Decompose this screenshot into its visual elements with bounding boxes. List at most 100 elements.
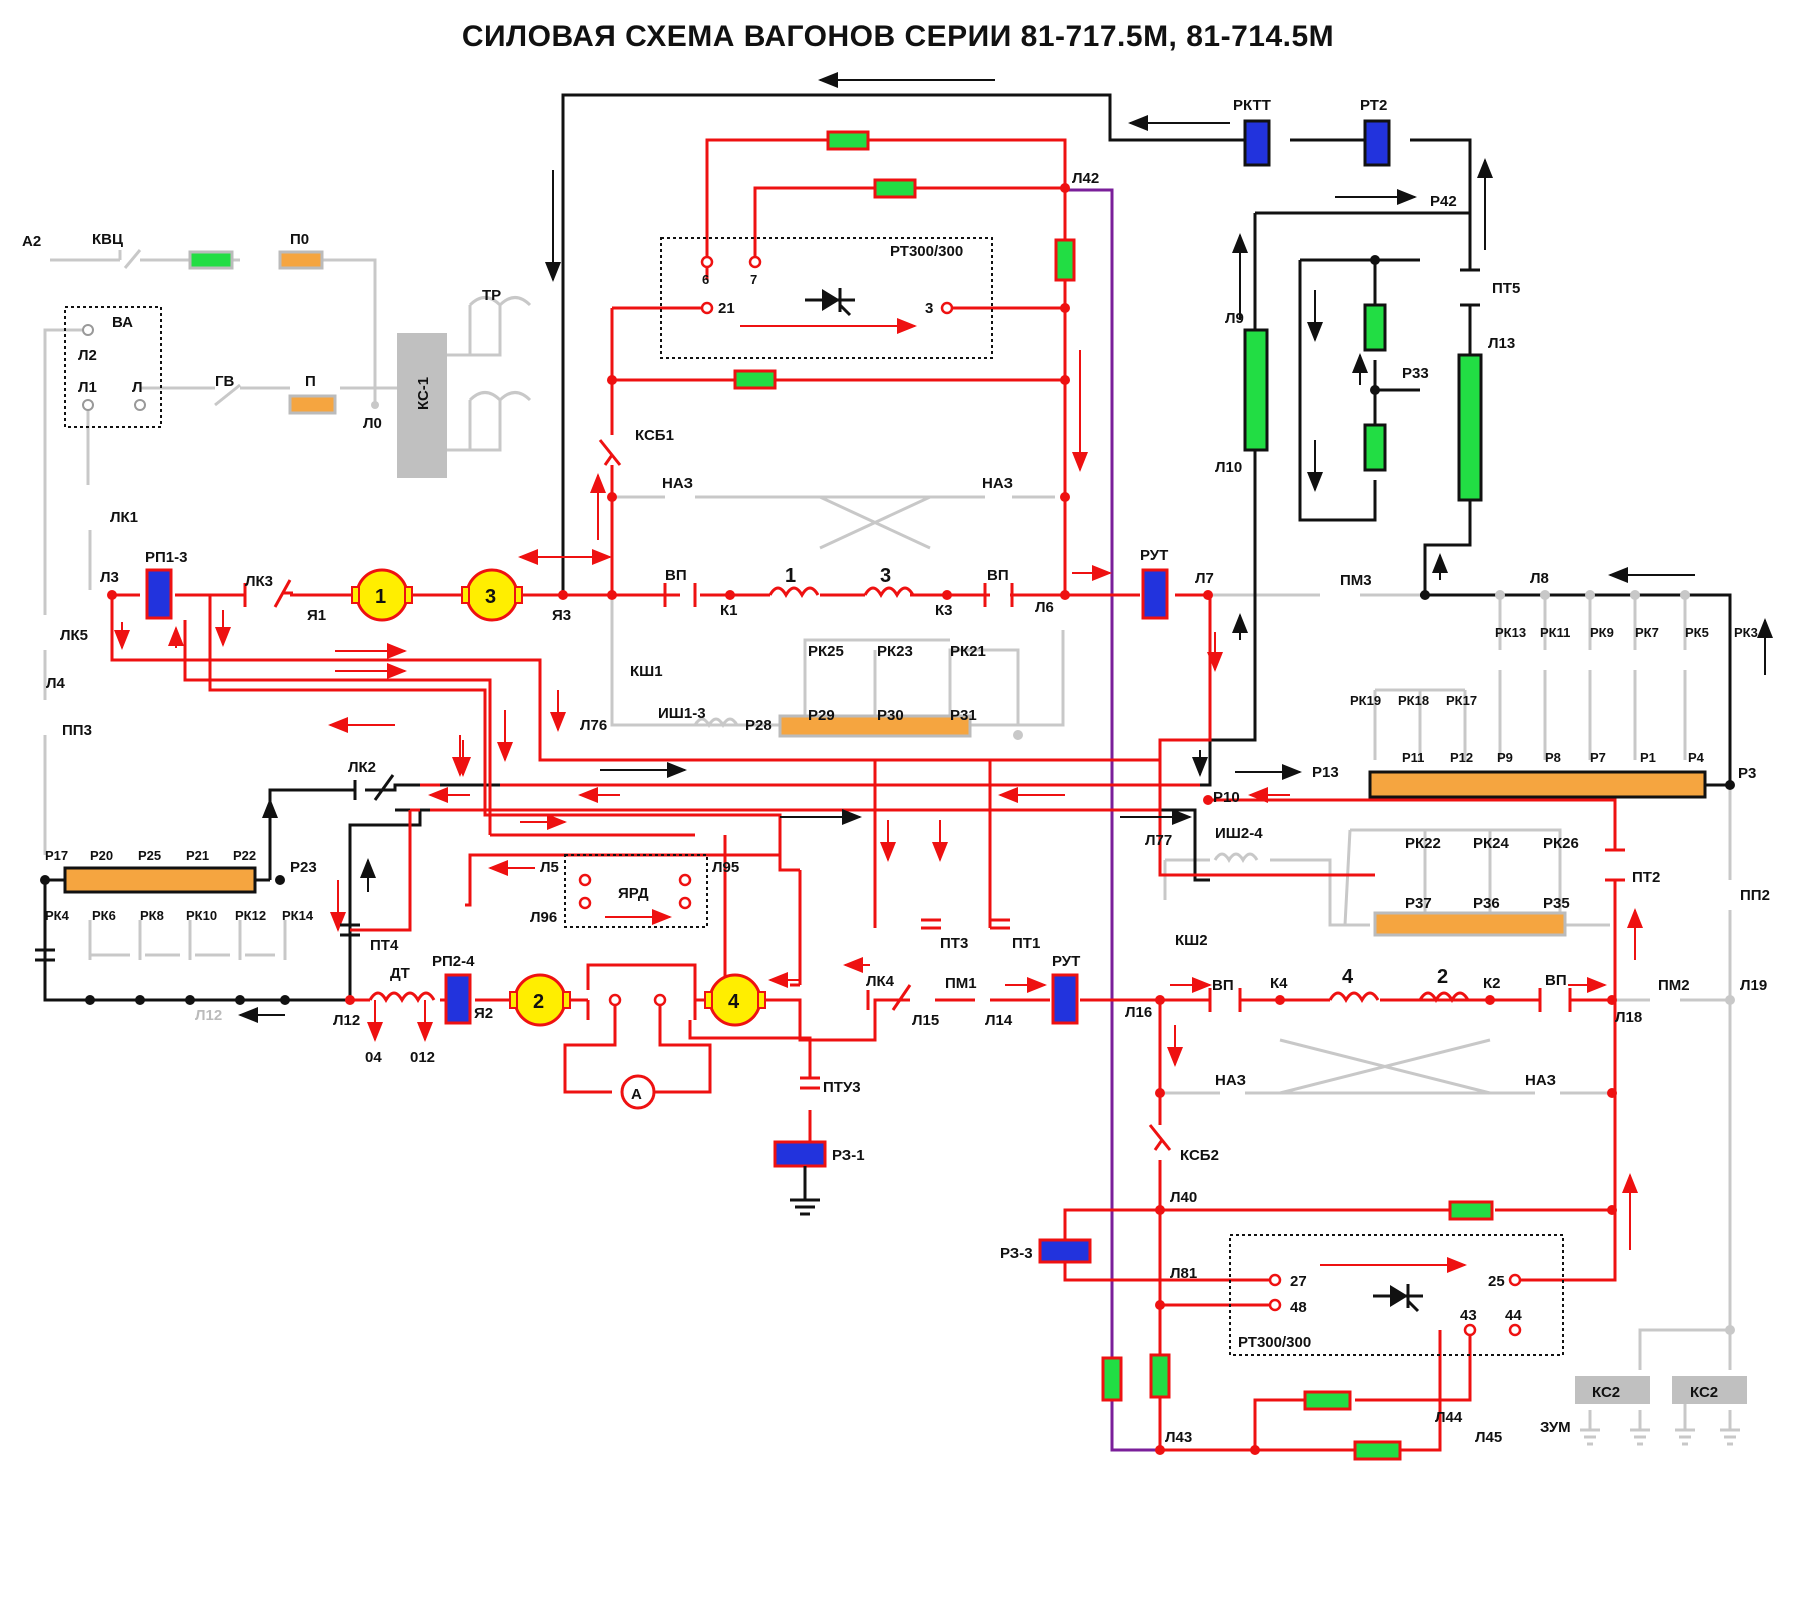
label-tr: ТР xyxy=(482,287,501,304)
label-rk18: РК18 xyxy=(1398,693,1429,708)
resistor-l13 xyxy=(1457,353,1483,502)
label-kvc: КВЦ xyxy=(92,231,123,248)
label-ksb1: КСБ1 xyxy=(635,427,674,444)
label-rk19: РК19 xyxy=(1350,693,1381,708)
label-t25: 25 xyxy=(1488,1273,1505,1290)
label-l15: Л15 xyxy=(912,1012,939,1029)
label-l7: Л7 xyxy=(1195,570,1214,587)
label-t6: 6 xyxy=(702,272,709,287)
label-pm3: ПМ3 xyxy=(1340,572,1372,589)
label-naz-4: НАЗ xyxy=(1525,1072,1556,1089)
label-ammeter: А xyxy=(631,1086,642,1103)
label-k1: К1 xyxy=(720,602,738,619)
label-t21: 21 xyxy=(718,300,735,317)
label-rt300-lower: РТ300/300 xyxy=(1238,1334,1311,1351)
label-pt5: ПТ5 xyxy=(1492,280,1520,297)
dt-coil xyxy=(368,991,436,1004)
label-rut-bottom: РУТ xyxy=(1052,953,1080,970)
label-l6: Л6 xyxy=(1035,599,1054,616)
label-t44: 44 xyxy=(1505,1307,1522,1324)
p0-fuse xyxy=(278,250,324,270)
label-ptu3: ПТУ3 xyxy=(823,1079,861,1096)
label-rk14: РК14 xyxy=(282,908,314,923)
label-ks2-2: КС2 xyxy=(1690,1384,1718,1401)
label-naz-1: НАЗ xyxy=(662,475,693,492)
va-box xyxy=(64,306,162,428)
ksb1-contact xyxy=(598,420,622,466)
rp1-3-relay xyxy=(145,568,173,620)
label-p11: Р11 xyxy=(1402,750,1424,765)
label-lk5: ЛК5 xyxy=(60,627,88,644)
label-lk2: ЛК2 xyxy=(348,759,376,776)
label-rk8: РК8 xyxy=(140,908,164,923)
rheostat-p28-p31 xyxy=(778,714,972,738)
label-l12-grey: Л12 xyxy=(195,1007,222,1024)
label-p1: Р1 xyxy=(1640,750,1656,765)
rt2-relay xyxy=(1363,119,1391,167)
rz3-relay xyxy=(1038,1238,1092,1264)
lk4-contact xyxy=(866,984,912,1011)
rktt-relay xyxy=(1243,119,1271,167)
label-lk3: ЛК3 xyxy=(245,573,273,590)
label-ks1: КС-1 xyxy=(415,377,432,410)
label-rk25: РК25 xyxy=(808,643,844,660)
label-k3: К3 xyxy=(935,602,953,619)
resistor-top-1 xyxy=(826,130,870,151)
label-rk7: РК7 xyxy=(1635,625,1659,640)
label-l1: Л1 xyxy=(78,379,97,396)
label-p0: П0 xyxy=(290,231,309,248)
label-dt: ДТ xyxy=(390,965,410,982)
label-p28: Р28 xyxy=(745,717,772,734)
label-p21: Р21 xyxy=(186,848,209,863)
label-motor-2: 2 xyxy=(533,991,544,1013)
rz1-relay xyxy=(773,1140,827,1168)
label-l42: Л42 xyxy=(1072,170,1099,187)
gv-switch xyxy=(214,383,241,407)
lk3-contact xyxy=(243,579,293,608)
label-yard: ЯРД xyxy=(618,885,649,902)
label-p13: Р13 xyxy=(1312,764,1339,781)
label-p25: Р25 xyxy=(138,848,161,863)
rut-relay-bottom xyxy=(1051,973,1079,1025)
label-l45: Л45 xyxy=(1475,1429,1502,1446)
label-coil-2: 2 xyxy=(1437,966,1448,988)
rheostat-p37-p35 xyxy=(1373,911,1567,937)
rheostat-p11-p4 xyxy=(1368,770,1707,799)
label-vp-2: ВП xyxy=(987,567,1009,584)
inactive-wiring xyxy=(43,258,1740,1446)
label-rut-top: РУТ xyxy=(1140,547,1168,564)
label-l81: Л81 xyxy=(1170,1265,1197,1282)
label-lk4: ЛК4 xyxy=(866,973,895,990)
label-coil-1: 1 xyxy=(785,565,796,587)
label-p29: Р29 xyxy=(808,707,835,724)
rt300-upper-box xyxy=(660,237,993,359)
label-zum: ЗУМ xyxy=(1540,1419,1571,1436)
resistor-bottom-1 xyxy=(1448,1200,1494,1221)
diagram-title: СИЛОВАЯ СХЕМА ВАГОНОВ СЕРИИ 81-717.5М, 8… xyxy=(461,20,1335,53)
label-ya1: Я1 xyxy=(307,607,326,624)
kvc-switch xyxy=(118,249,142,269)
label-pt2: ПТ2 xyxy=(1632,869,1660,886)
label-pt1: ПТ1 xyxy=(1012,935,1040,952)
label-p23: Р23 xyxy=(290,859,317,876)
field-coil-4-icon xyxy=(1328,991,1380,1004)
label-p20: Р20 xyxy=(90,848,113,863)
label-p37: Р37 xyxy=(1405,895,1432,912)
label-rk23: РК23 xyxy=(877,643,913,660)
label-ksh2: КШ2 xyxy=(1175,932,1208,949)
label-rktt: РКТТ xyxy=(1233,97,1271,114)
label-p17: Р17 xyxy=(45,848,68,863)
label-l5: Л5 xyxy=(540,859,559,876)
label-l8: Л8 xyxy=(1530,570,1549,587)
label-p3: Р3 xyxy=(1738,765,1756,782)
label-p30: Р30 xyxy=(877,707,904,724)
label-pt3: ПТ3 xyxy=(940,935,968,952)
label-l44: Л44 xyxy=(1435,1409,1463,1426)
label-l76: Л76 xyxy=(580,717,607,734)
label-a2: А2 xyxy=(22,233,41,250)
rt300-lower-box xyxy=(1229,1234,1564,1356)
field-coil-3-icon xyxy=(863,586,915,599)
ks1-block xyxy=(397,333,447,478)
resistor-top-4 xyxy=(733,369,777,390)
